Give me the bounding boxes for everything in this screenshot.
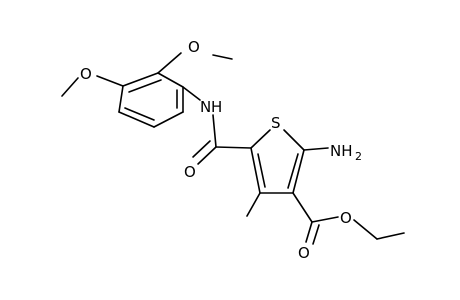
- bond-amide-co-2: [192, 140, 211, 158]
- bond-thiophene-c5-s: [250, 129, 271, 149]
- bond-nh-amide-c: [212, 114, 217, 148]
- atom-o-ester-ether: O: [340, 209, 352, 227]
- bond-thiophene-inner-1: [257, 153, 266, 188]
- atom-o-methoxy-left: O: [80, 65, 92, 83]
- bonds: [61, 52, 405, 245]
- bond-thiophene-c4-c5: [250, 147, 261, 194]
- bond-ester-o-ch2: [353, 219, 378, 240]
- bond-ring-a2-a3: [122, 72, 159, 87]
- bond-methoxy-left-2: [61, 77, 79, 97]
- bond-thiophene-s-c2: [283, 129, 305, 151]
- bond-methoxy-top-1: [157, 52, 182, 74]
- bond-methoxy-left-1: [96, 75, 124, 87]
- bond-amide-thiophene: [215, 146, 252, 149]
- bond-c2-nh2: [303, 147, 329, 151]
- bond-ethyl-ch2-ch3: [376, 232, 405, 240]
- atom-nh2-subscript: 2: [355, 150, 362, 163]
- bond-thiophene-inner-2: [287, 153, 299, 189]
- atom-labels: O O N H S NH 2 O O O: [80, 38, 362, 262]
- atom-o-methoxy-top: O: [188, 38, 200, 56]
- bond-ring-a1-a2: [157, 72, 184, 88]
- bond-thiophene-c2-c3: [292, 149, 305, 194]
- bond-ring-a3-a4: [118, 85, 124, 113]
- atom-s-thiophene: S: [271, 114, 281, 132]
- bond-ring-inner-2: [124, 107, 155, 121]
- bond-ring-inner-1: [128, 79, 162, 93]
- bond-ester-co-2: [312, 224, 320, 245]
- atom-h-amide: H: [211, 98, 222, 116]
- bond-ester-co-1: [305, 221, 313, 243]
- atom-o-ester-carbonyl: O: [298, 244, 310, 262]
- bond-c3-ester-c: [292, 192, 313, 223]
- bond-ring-nh: [182, 86, 201, 101]
- atom-nh2-n: NH: [330, 142, 353, 160]
- bond-methoxy-top-2: [212, 54, 233, 60]
- atom-n-amide: N: [200, 98, 211, 116]
- bond-ester-c-o: [311, 216, 339, 223]
- bond-ring-a5-a6: [153, 111, 184, 128]
- bond-c4-methyl: [246, 192, 261, 217]
- atom-o-amide-carbonyl: O: [184, 163, 196, 181]
- bond-ring-a4-a5: [118, 111, 155, 128]
- bond-amide-co-1: [197, 146, 217, 165]
